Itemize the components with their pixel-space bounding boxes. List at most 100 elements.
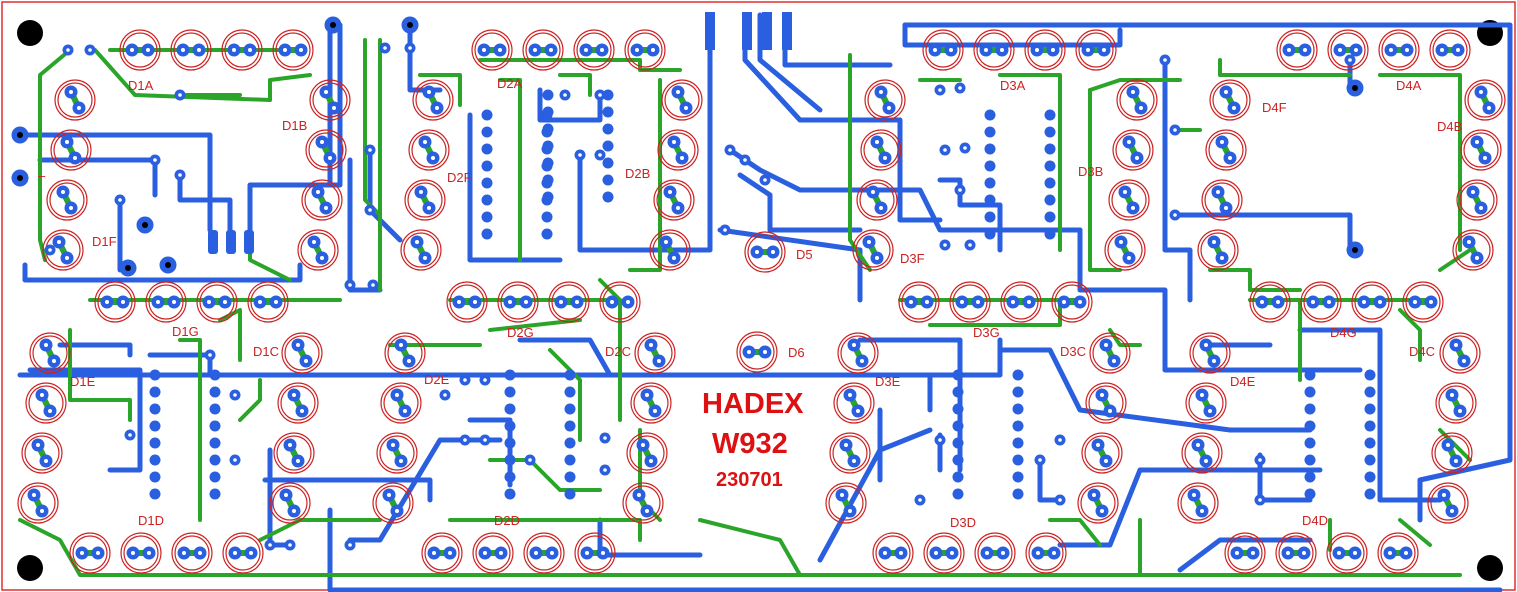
led <box>272 29 314 71</box>
mount-hole <box>17 555 43 581</box>
led <box>657 129 699 171</box>
label-d1f: D1F <box>92 234 117 249</box>
led <box>50 129 92 171</box>
ic-pin <box>602 106 614 118</box>
led <box>1209 79 1251 121</box>
label-d1b: D1B <box>282 118 307 133</box>
led <box>247 281 289 323</box>
led <box>1427 482 1469 524</box>
led <box>1276 29 1318 71</box>
led <box>1000 281 1042 323</box>
ic-pin <box>1012 420 1024 432</box>
connector-pin <box>742 12 752 50</box>
led <box>1201 179 1243 221</box>
label-d2d: D2D <box>494 513 520 528</box>
label-d3e: D3E <box>875 374 901 389</box>
ic-pin <box>984 143 996 155</box>
led <box>574 532 616 574</box>
ic-pin <box>481 109 493 121</box>
led <box>94 281 136 323</box>
led <box>1464 79 1506 121</box>
led <box>1249 281 1291 323</box>
led <box>69 532 111 574</box>
ic-pin <box>542 106 554 118</box>
led <box>1024 29 1066 71</box>
ic-pin <box>149 488 161 500</box>
led <box>372 482 414 524</box>
led <box>281 332 323 374</box>
ic-pin <box>1364 488 1376 500</box>
label-d4c: D4C <box>1409 344 1435 359</box>
led <box>301 179 343 221</box>
led <box>1452 229 1494 271</box>
led <box>1085 382 1127 424</box>
led <box>829 432 871 474</box>
label-d2b: D2B <box>625 166 650 181</box>
ic-pin <box>952 437 964 449</box>
ic-pin <box>1044 177 1056 189</box>
ic-pin <box>1304 386 1316 398</box>
ic-pin <box>1044 160 1056 172</box>
ic-pin <box>481 177 493 189</box>
led <box>1326 532 1368 574</box>
led <box>221 29 263 71</box>
label-d4b: D4B <box>1437 119 1462 134</box>
ic-pin <box>564 488 576 500</box>
ic-pin <box>952 403 964 415</box>
led <box>1378 29 1420 71</box>
ic-footprints <box>149 89 1376 500</box>
led <box>421 532 463 574</box>
led <box>17 482 59 524</box>
led <box>1077 482 1119 524</box>
led <box>864 79 906 121</box>
led <box>277 382 319 424</box>
ic-pin <box>1012 454 1024 466</box>
mount-hole <box>17 20 43 46</box>
ic-socket <box>1304 369 1376 500</box>
label-d3b: D3B <box>1078 164 1103 179</box>
led <box>573 29 615 71</box>
led <box>1025 532 1067 574</box>
ic-pin <box>952 386 964 398</box>
led <box>269 482 311 524</box>
led <box>624 29 666 71</box>
led <box>1197 229 1239 271</box>
led <box>1435 382 1477 424</box>
ic-pin <box>149 403 161 415</box>
ic-pin <box>952 488 964 500</box>
ic-pin <box>952 420 964 432</box>
led <box>973 29 1015 71</box>
led <box>1081 432 1123 474</box>
label-d1c: D1C <box>253 344 279 359</box>
label-d3c: D3C <box>1060 344 1086 359</box>
led <box>548 281 590 323</box>
ic-pin <box>1364 420 1376 432</box>
ic-pin <box>542 174 554 186</box>
led <box>1456 179 1498 221</box>
led <box>404 179 446 221</box>
ic-pin <box>504 437 516 449</box>
ic-pin <box>1044 109 1056 121</box>
ic-pin <box>149 437 161 449</box>
minus-sign: – <box>38 168 46 183</box>
ic-pin <box>541 228 553 240</box>
ic-socket <box>149 369 221 500</box>
led <box>408 129 450 171</box>
led <box>120 532 162 574</box>
led <box>630 382 672 424</box>
ic-pin <box>984 126 996 138</box>
ic-pin <box>564 471 576 483</box>
led <box>622 482 664 524</box>
ic-pin <box>1304 488 1316 500</box>
led <box>1177 482 1219 524</box>
label-d3a: D3A <box>1000 78 1026 93</box>
label-d4d: D4D <box>1302 513 1328 528</box>
label-d3g: D3G <box>973 325 1000 340</box>
ic-pin <box>602 123 614 135</box>
ic-pin <box>984 194 996 206</box>
ic-pin <box>542 140 554 152</box>
led <box>1112 129 1154 171</box>
segment-labels: D1A D1B D1F D1G D1C D1E D1D D2A D2F D2B … <box>38 76 1462 530</box>
ic-pin <box>149 454 161 466</box>
